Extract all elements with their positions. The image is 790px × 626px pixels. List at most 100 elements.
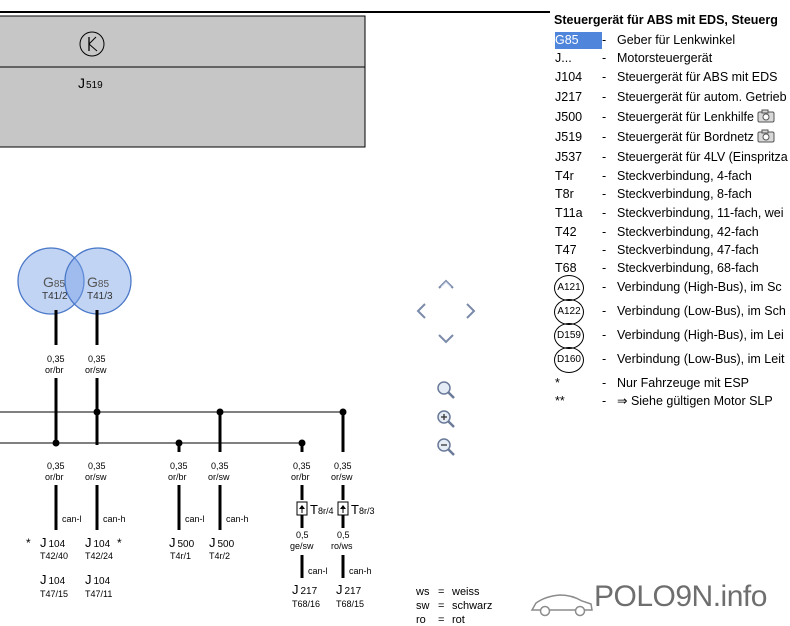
color-name: rot	[452, 614, 465, 626]
legend-desc: Nur Fahrzeuge mit ESP	[617, 375, 749, 392]
legend-dash: -	[602, 352, 607, 366]
legend-code: T11a	[555, 206, 583, 220]
color-eq: =	[438, 600, 445, 612]
svg-text:0,5: 0,5	[296, 530, 309, 540]
control-unit-box[interactable]	[0, 15, 366, 148]
wire-color-label: or/br	[45, 365, 64, 375]
legend-desc-text: Steckverbindung, 11-fach, wei	[617, 206, 784, 220]
wire-size-label: 0,35	[47, 354, 65, 364]
legend-panel: Steuergerät für ABS mit EDS, Steuerg G85…	[554, 13, 790, 423]
legend-desc: Steckverbindung, 47-fach	[617, 242, 759, 259]
legend-dash: -	[602, 169, 607, 183]
legend-desc: Steckverbindung, 68-fach	[617, 260, 759, 277]
legend-desc-text: Steuergerät für autom. Getrieb	[617, 90, 787, 104]
legend-code: A121	[554, 275, 584, 301]
svg-text:T42/24: T42/24	[85, 551, 113, 561]
legend-desc-text: Verbindung (High-Bus), im Lei	[617, 328, 784, 342]
legend-code: T68	[555, 261, 577, 275]
pan-up-icon[interactable]	[434, 272, 458, 296]
legend-desc-text: ⇒ Siehe gültigen Motor SLP	[617, 394, 773, 408]
svg-text:can-h: can-h	[226, 514, 249, 524]
zoom-fit-icon[interactable]	[434, 378, 458, 402]
legend-code: J537	[555, 150, 583, 164]
legend-desc: Steckverbindung, 4-fach	[617, 168, 752, 185]
legend-dash: -	[602, 33, 607, 47]
legend-code: D160	[554, 347, 584, 373]
can-labels: can-l can-h can-l can-h can-l can-h	[62, 514, 372, 576]
legend-code: T4r	[555, 169, 574, 183]
legend-dash: -	[602, 51, 607, 65]
svg-text:can-l: can-l	[308, 566, 328, 576]
svg-text:T42/40: T42/40	[40, 551, 68, 561]
legend-desc: Verbindung (Low-Bus), im Sch	[617, 303, 786, 320]
legend-dash: -	[602, 261, 607, 275]
svg-text:ro/ws: ro/ws	[331, 541, 353, 551]
legend-dash: -	[602, 110, 607, 124]
connector-t8r3[interactable]: T8r/3	[337, 501, 374, 517]
color-eq: =	[438, 586, 445, 598]
svg-text:can-l: can-l	[185, 514, 205, 524]
legend-desc: Steuergerät für autom. Getrieb	[617, 89, 787, 106]
legend-dash: -	[602, 394, 607, 408]
legend-dash: -	[602, 150, 607, 164]
svg-text:can-h: can-h	[103, 514, 126, 524]
legend-dash: -	[602, 280, 607, 294]
svg-text:or/sw: or/sw	[85, 472, 107, 482]
sensor-right-label: G85	[87, 274, 109, 290]
wire-05-labels: 0,5ge/sw 0,5ro/ws	[290, 530, 353, 551]
svg-text:0,35: 0,35	[293, 461, 311, 471]
svg-text:T68/16: T68/16	[292, 599, 320, 609]
svg-text:or/sw: or/sw	[208, 472, 230, 482]
legend-code: T42	[555, 225, 577, 239]
legend-desc: Verbindung (High-Bus), im Sc	[617, 279, 782, 296]
sensor-g85-left[interactable]	[17, 247, 85, 315]
zoom-in-icon[interactable]	[434, 407, 458, 431]
legend-desc: Motorsteuergerät	[617, 50, 712, 67]
svg-text:0,35: 0,35	[334, 461, 352, 471]
svg-text:T4r/1: T4r/1	[170, 551, 191, 561]
svg-text:J500: J500	[169, 535, 195, 550]
svg-text:0,35: 0,35	[211, 461, 229, 471]
svg-text:or/br: or/br	[45, 472, 64, 482]
pan-left-icon[interactable]	[409, 299, 433, 323]
color-name: schwarz	[452, 600, 493, 612]
zoom-out-icon[interactable]	[434, 435, 458, 459]
legend-dash: -	[602, 376, 607, 390]
svg-text:or/br: or/br	[291, 472, 310, 482]
legend-desc-text: Steckverbindung, 47-fach	[617, 243, 759, 257]
legend-dash: -	[602, 206, 607, 220]
svg-text:or/sw: or/sw	[331, 472, 353, 482]
pan-right-icon[interactable]	[459, 299, 483, 323]
camera-icon[interactable]	[757, 109, 775, 123]
wiring-diagram: J519 G85 T41/2 G85 T41/3 0,35 or/br 0,35…	[0, 15, 374, 609]
box-label: J519	[78, 75, 103, 91]
wire-size-label: 0,35	[88, 354, 106, 364]
legend-desc: Geber für Lenkwinkel	[617, 32, 735, 49]
legend-dash: -	[602, 243, 607, 257]
camera-icon[interactable]	[757, 129, 775, 143]
wire-color-label: or/sw	[85, 365, 107, 375]
logo-text: POLO9N.info	[594, 580, 767, 613]
svg-text:0,35: 0,35	[170, 461, 188, 471]
legend-desc: Steckverbindung, 8-fach	[617, 186, 752, 203]
svg-text:T8r/4: T8r/4	[310, 502, 333, 517]
legend-dash: -	[602, 304, 607, 318]
transistor-icon	[79, 31, 105, 57]
legend-desc-text: Steuergerät für Bordnetz	[617, 130, 754, 144]
legend-code: *	[555, 376, 560, 390]
legend-desc-text: Motorsteuergerät	[617, 51, 713, 65]
legend-desc-text: Steuergerät für 4LV (Einspritza	[617, 150, 788, 164]
view-navigation	[405, 270, 485, 470]
legend-desc: Steuergerät für Bordnetz	[617, 129, 775, 146]
svg-text:J217: J217	[336, 582, 362, 597]
legend-dash: -	[602, 328, 607, 342]
connector-t8r4[interactable]: T8r/4	[296, 501, 333, 517]
legend-desc-text: Verbindung (High-Bus), im Sc	[617, 280, 782, 294]
pan-down-icon[interactable]	[434, 327, 458, 351]
sensor-left-pin: T41/2	[42, 291, 68, 302]
legend-desc: Steckverbindung, 11-fach, wei	[617, 205, 784, 222]
svg-text:T68/15: T68/15	[336, 599, 364, 609]
legend-desc: Steuergerät für 4LV (Einspritza	[617, 149, 788, 166]
legend-desc-text: Steckverbindung, 42-fach	[617, 225, 759, 239]
sensor-left-label: G85	[43, 274, 65, 290]
